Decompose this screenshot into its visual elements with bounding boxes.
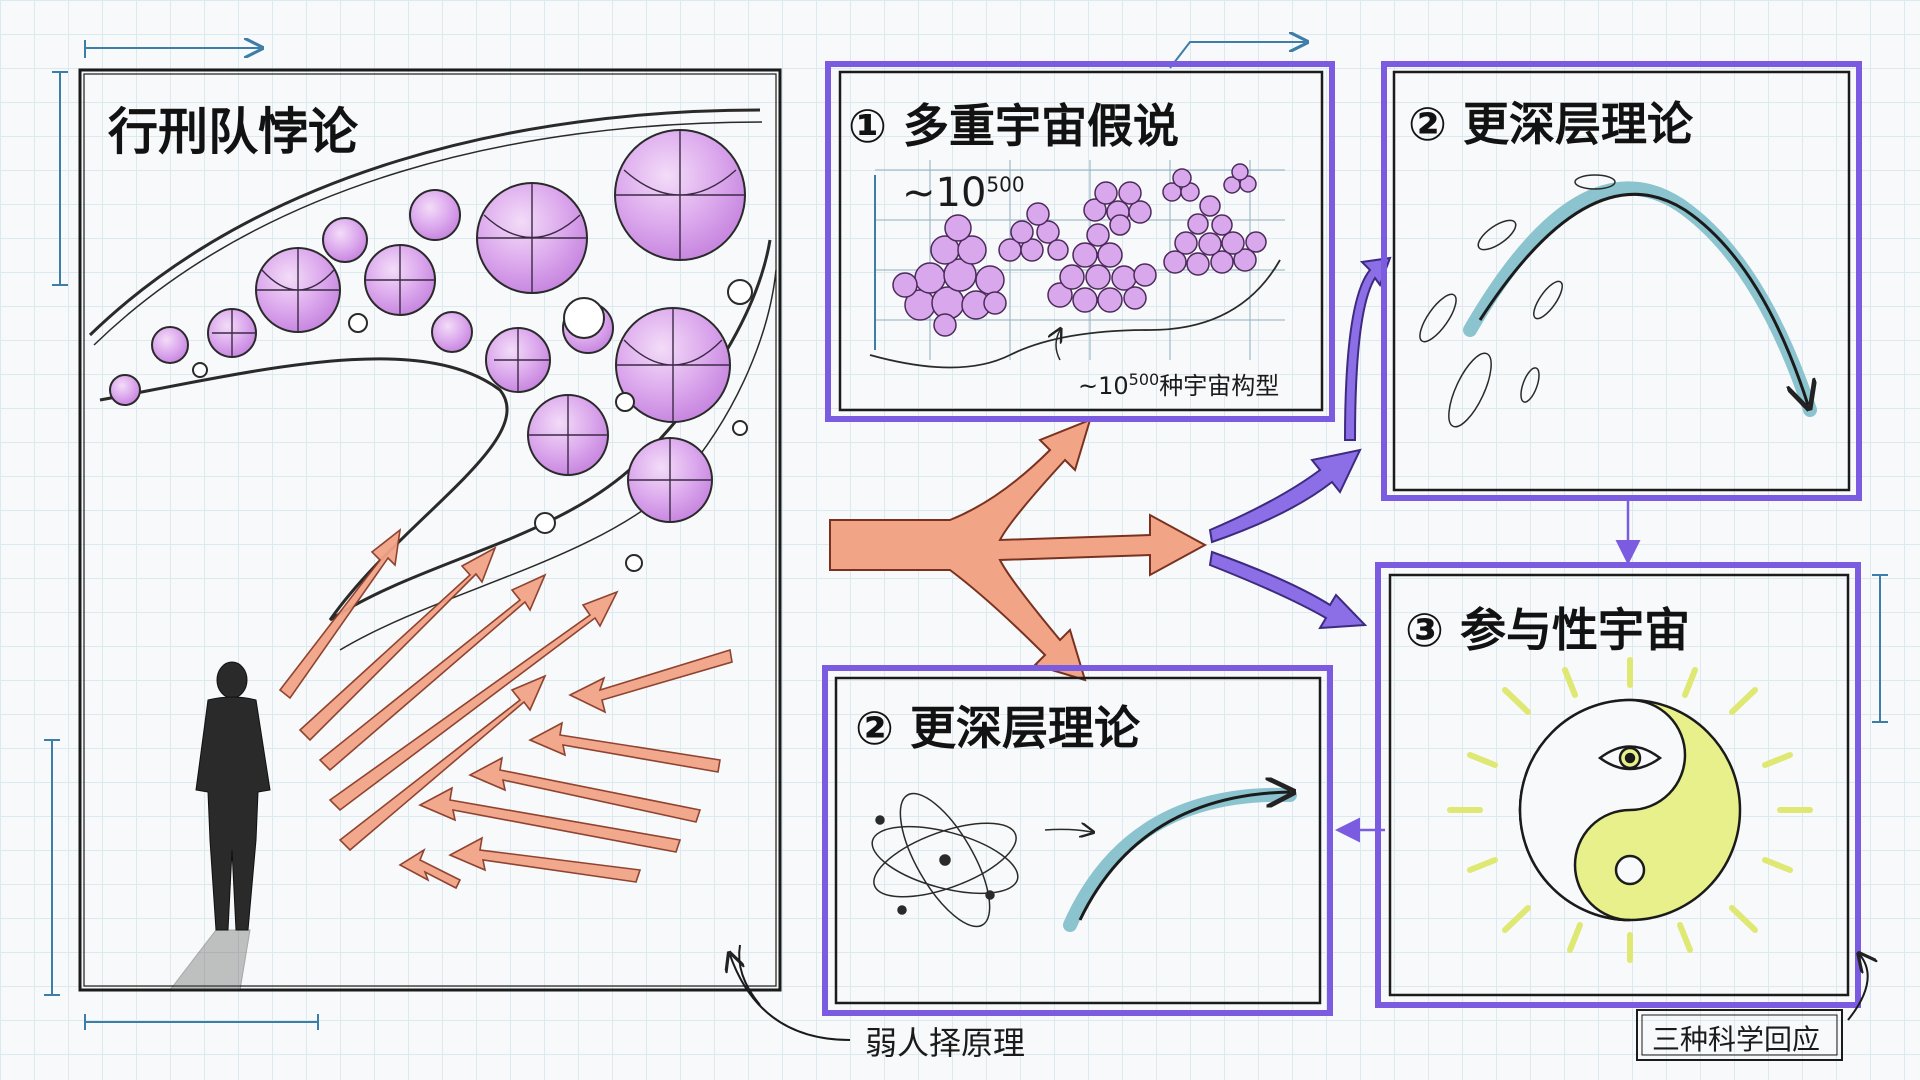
label-pointer-arrows — [730, 944, 1868, 1041]
left-panel-frame — [78, 68, 782, 992]
deeper-theory-curve-top — [1419, 174, 1810, 428]
deeper-theory-number-top: ② — [1408, 97, 1447, 151]
configurations-base: ~10 — [1078, 372, 1129, 400]
multiverse-clusters — [892, 163, 1267, 337]
salmon-arrows-left — [278, 528, 733, 890]
multiverse-title: ① 多重宇宙假说 — [848, 90, 1179, 156]
participatory-number: ③ — [1405, 603, 1444, 657]
deeper-theory-text-bottom: 更深层理论 — [909, 701, 1140, 755]
participatory-universe-title: ③ 参与性宇宙 — [1405, 594, 1690, 660]
participatory-title-text: 参与性宇宙 — [1459, 603, 1690, 657]
multiverse-title-text: 多重宇宙假说 — [902, 99, 1179, 153]
bubble-gridlines — [212, 130, 745, 522]
sun-rays — [1447, 657, 1813, 963]
three-responses-label: 三种科学回应 — [1652, 1023, 1821, 1056]
deeper-theory-title-top: ② 更深层理论 — [1408, 88, 1693, 154]
atom-icon — [871, 792, 1092, 928]
purple-arrows — [1208, 256, 1392, 630]
center-splitting-arrow — [829, 418, 1208, 682]
deeper-theory-number-bottom: ② — [855, 701, 894, 755]
dimension-lines — [44, 40, 1888, 1030]
universe-bubbles — [109, 129, 753, 572]
universe-count-base: ~10 — [902, 170, 987, 216]
configurations-suffix: 种宇宙构型 — [1159, 372, 1280, 400]
left-panel-title: 行刑队悖论 — [108, 103, 358, 161]
deeper-theory-text-top: 更深层理论 — [1462, 97, 1693, 151]
human-figure — [168, 661, 271, 991]
three-responses-box — [1636, 1009, 1843, 1061]
deeper-theory-curve-bottom — [1063, 792, 1297, 932]
yin-yang-eye-icon — [1518, 698, 1742, 922]
panel-frames — [822, 61, 1862, 1016]
weak-anthropic-principle-label: 弱人择原理 — [865, 1024, 1026, 1062]
universe-count-label: ~10500 — [902, 170, 1025, 216]
configurations-exponent: 500 — [1128, 370, 1160, 389]
multiverse-number: ① — [848, 99, 887, 153]
universe-count-exponent: 500 — [986, 172, 1025, 197]
universe-configurations-annotation: ~10500种宇宙构型 — [1078, 366, 1279, 401]
deeper-theory-title-bottom: ② 更深层理论 — [855, 692, 1140, 758]
